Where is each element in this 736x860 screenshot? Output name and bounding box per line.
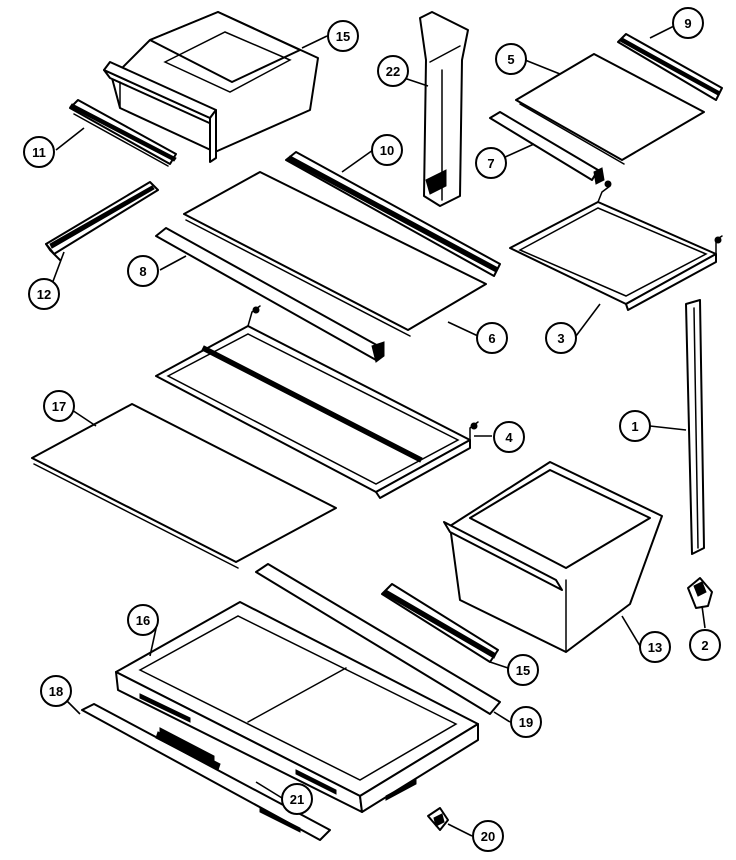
callout-label: 4 xyxy=(505,430,513,445)
callout-label: 17 xyxy=(52,399,66,414)
callout-label: 15 xyxy=(336,29,350,44)
callout-label: 2 xyxy=(701,638,708,653)
part-22-air-duct xyxy=(419,11,469,207)
part-21-vent-grille xyxy=(155,731,221,771)
callout-19: 19 xyxy=(510,706,542,738)
callout-3: 3 xyxy=(545,322,577,354)
callout-label: 12 xyxy=(37,287,51,302)
part-4-shelf-frame xyxy=(155,305,479,499)
part-3-shelf-frame xyxy=(509,180,723,311)
callout-18: 18 xyxy=(40,675,72,707)
callout-5: 5 xyxy=(495,43,527,75)
callout-label: 11 xyxy=(32,145,46,160)
part-1-vertical-rail xyxy=(685,299,705,555)
callout-22: 22 xyxy=(377,55,409,87)
leader-lines xyxy=(51,25,706,837)
callout-label: 13 xyxy=(648,640,662,655)
callout-label: 19 xyxy=(519,715,533,730)
callout-label: 8 xyxy=(139,264,146,279)
callout-label: 3 xyxy=(557,331,564,346)
callout-label: 22 xyxy=(386,64,400,79)
callout-13: 13 xyxy=(639,631,671,663)
callout-label: 18 xyxy=(49,684,63,699)
part-14-crisper-drawer xyxy=(103,11,319,163)
callout-label: 21 xyxy=(290,792,304,807)
callout-15: 15 xyxy=(507,654,539,686)
part-5-shelf-glass xyxy=(515,53,705,165)
callout-6: 6 xyxy=(476,322,508,354)
callout-label: 5 xyxy=(507,52,514,67)
callout-label: 7 xyxy=(487,156,494,171)
part-20-clip xyxy=(427,807,449,831)
callout-2: 2 xyxy=(689,629,721,661)
part-19-trim xyxy=(255,563,501,715)
callout-9: 9 xyxy=(672,7,704,39)
callout-7: 7 xyxy=(475,147,507,179)
part-6-shelf-glass xyxy=(183,171,487,337)
part-8-trim xyxy=(155,227,385,363)
part-11-rail xyxy=(69,99,177,167)
callout-8: 8 xyxy=(127,255,159,287)
callout-label: 16 xyxy=(136,613,150,628)
part-2-clip xyxy=(687,577,713,609)
callout-4: 4 xyxy=(493,421,525,453)
part-17-glass-panel xyxy=(31,403,337,569)
part-13-deep-bin xyxy=(443,461,663,653)
part-7-trim xyxy=(489,111,605,185)
callout-17: 17 xyxy=(43,390,75,422)
callout-label: 15 xyxy=(516,663,530,678)
callout-label: 6 xyxy=(488,331,495,346)
callout-label: 10 xyxy=(380,143,394,158)
part-10-rail xyxy=(285,151,501,277)
part-9-rail xyxy=(617,33,723,101)
part-15-rail xyxy=(381,583,499,663)
callout-16: 16 xyxy=(127,604,159,636)
callout-label: 20 xyxy=(481,829,495,844)
part-12-rail xyxy=(45,181,159,261)
callout-20: 20 xyxy=(472,820,504,852)
callout-12: 12 xyxy=(28,278,60,310)
callout-11: 11 xyxy=(23,136,55,168)
callout-label: 9 xyxy=(684,16,691,31)
callout-14: 15 xyxy=(327,20,359,52)
callout-label: 1 xyxy=(631,419,638,434)
callout-10: 10 xyxy=(371,134,403,166)
callout-1: 1 xyxy=(619,410,651,442)
part-16-crisper-cover-frame xyxy=(115,601,479,813)
callout-21: 21 xyxy=(281,783,313,815)
